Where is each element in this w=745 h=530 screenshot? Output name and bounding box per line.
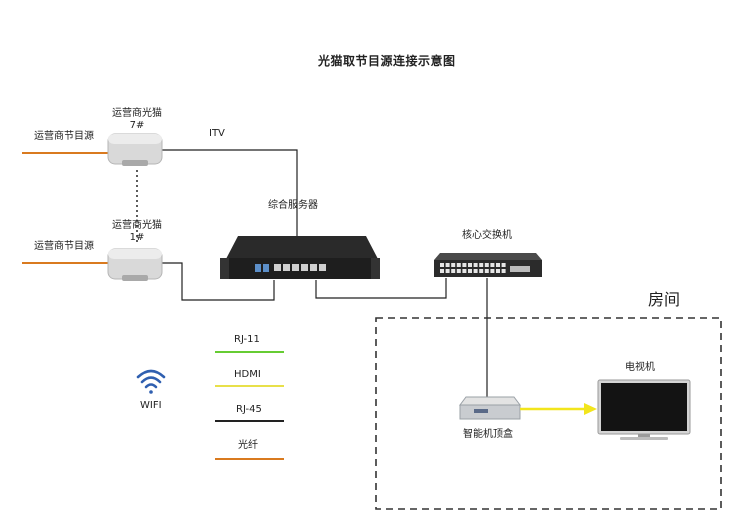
switch-port [451,263,456,267]
wifi-icon [136,369,166,394]
itv-cable [162,149,298,238]
legend-label-hdmi: HDMI [234,369,261,380]
onu-bottom-device [107,248,163,281]
onu-top-number: 7# [129,120,145,131]
switch-port [468,263,472,267]
operator-source-bottom-label: 运营商节目源 [34,241,94,252]
integrated-server-device [220,236,380,279]
onu-top-device [107,133,163,166]
legend-label-rj11: RJ-11 [234,334,260,345]
switch-port [490,269,495,273]
server-to-switch-cable [315,278,447,299]
switch-port [456,269,461,273]
onu-bottom-number: 1# [129,232,145,243]
switch-port [473,263,478,267]
switch-port [440,269,444,273]
switch-port [501,263,506,267]
television-device [597,379,691,440]
itv-label: ITV [209,128,225,139]
switch-port [496,269,500,273]
onu-top-label: 运营商光猫 7# [104,108,170,132]
switch-port [445,263,450,267]
switch-port [501,269,506,273]
switch-label: 核心交换机 [462,230,512,241]
hdmi-arrowhead [584,403,597,415]
set-top-box-device [459,396,521,420]
switch-port [451,269,456,273]
operator-source-top-label: 运营商节目源 [34,131,94,142]
onu-bottom-name: 运营商光猫 [112,220,162,231]
switch-port [462,263,467,267]
switch-port [479,269,484,273]
switch-port [445,269,450,273]
room-boundary [375,317,722,510]
wifi-label: WIFI [140,400,162,411]
switch-port [462,269,467,273]
switch-port [456,263,461,267]
switch-port [490,263,495,267]
stb-label: 智能机顶盒 [463,429,513,440]
switch-port [479,263,484,267]
switch-port [484,269,489,273]
room-label: 房间 [648,290,681,309]
tv-label: 电视机 [625,362,655,373]
core-switch-device [434,253,542,277]
switch-port [440,263,444,267]
switch-port [496,263,500,267]
onu-bottom-label: 运营商光猫 1# [104,220,170,244]
switch-port [484,263,489,267]
onu-to-server-cable [162,262,275,301]
legend-label-fiber: 光纤 [238,440,258,451]
switch-port [468,269,472,273]
legend-label-rj45: RJ-45 [236,404,262,415]
server-label: 综合服务器 [268,200,318,211]
diagram-title: 光猫取节目源连接示意图 [318,54,456,68]
switch-port [473,269,478,273]
onu-top-name: 运营商光猫 [112,108,162,119]
